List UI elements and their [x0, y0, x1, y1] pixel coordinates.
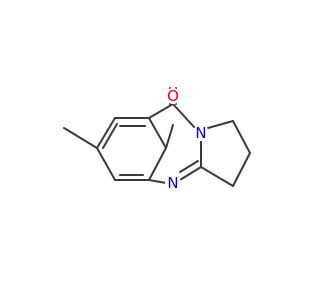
nitrogen-atom-label-top: N	[195, 124, 206, 142]
bond-ring-f	[96, 117, 116, 149]
bond-ring-e	[96, 147, 116, 181]
bond-n-ch2	[207, 120, 234, 129]
bond-c-n-imine	[179, 166, 202, 181]
bond-ring-to-carbonyl	[165, 124, 174, 149]
bond-ring-inner-3	[102, 123, 118, 149]
bond-layer	[63, 87, 251, 187]
bond-ch2-ch2-b	[232, 152, 251, 187]
bond-ring-b	[148, 117, 167, 149]
bond-ch2-c	[200, 166, 234, 187]
atom-label-layer: O N N	[165, 87, 209, 192]
bond-n-ring	[148, 179, 167, 184]
nitrogen-atom-imine: N	[165, 174, 181, 192]
nitrogen-atom-label-bottom: N	[167, 174, 178, 192]
bond-c-n-imine-double	[179, 160, 199, 173]
oxygen-atom: O	[165, 87, 181, 105]
bond-ring-c	[148, 147, 167, 181]
nitrogen-atom-ring-fusion: N	[193, 124, 209, 142]
bond-methyl	[63, 127, 98, 149]
bond-ch2-ch2	[232, 120, 251, 154]
oxygen-atom-label: O	[167, 87, 179, 105]
molecule-structure-diagram: O N N	[63, 87, 251, 192]
bond-carbonyl-carbon	[148, 103, 174, 119]
bond-carbonyl-n	[172, 103, 195, 128]
